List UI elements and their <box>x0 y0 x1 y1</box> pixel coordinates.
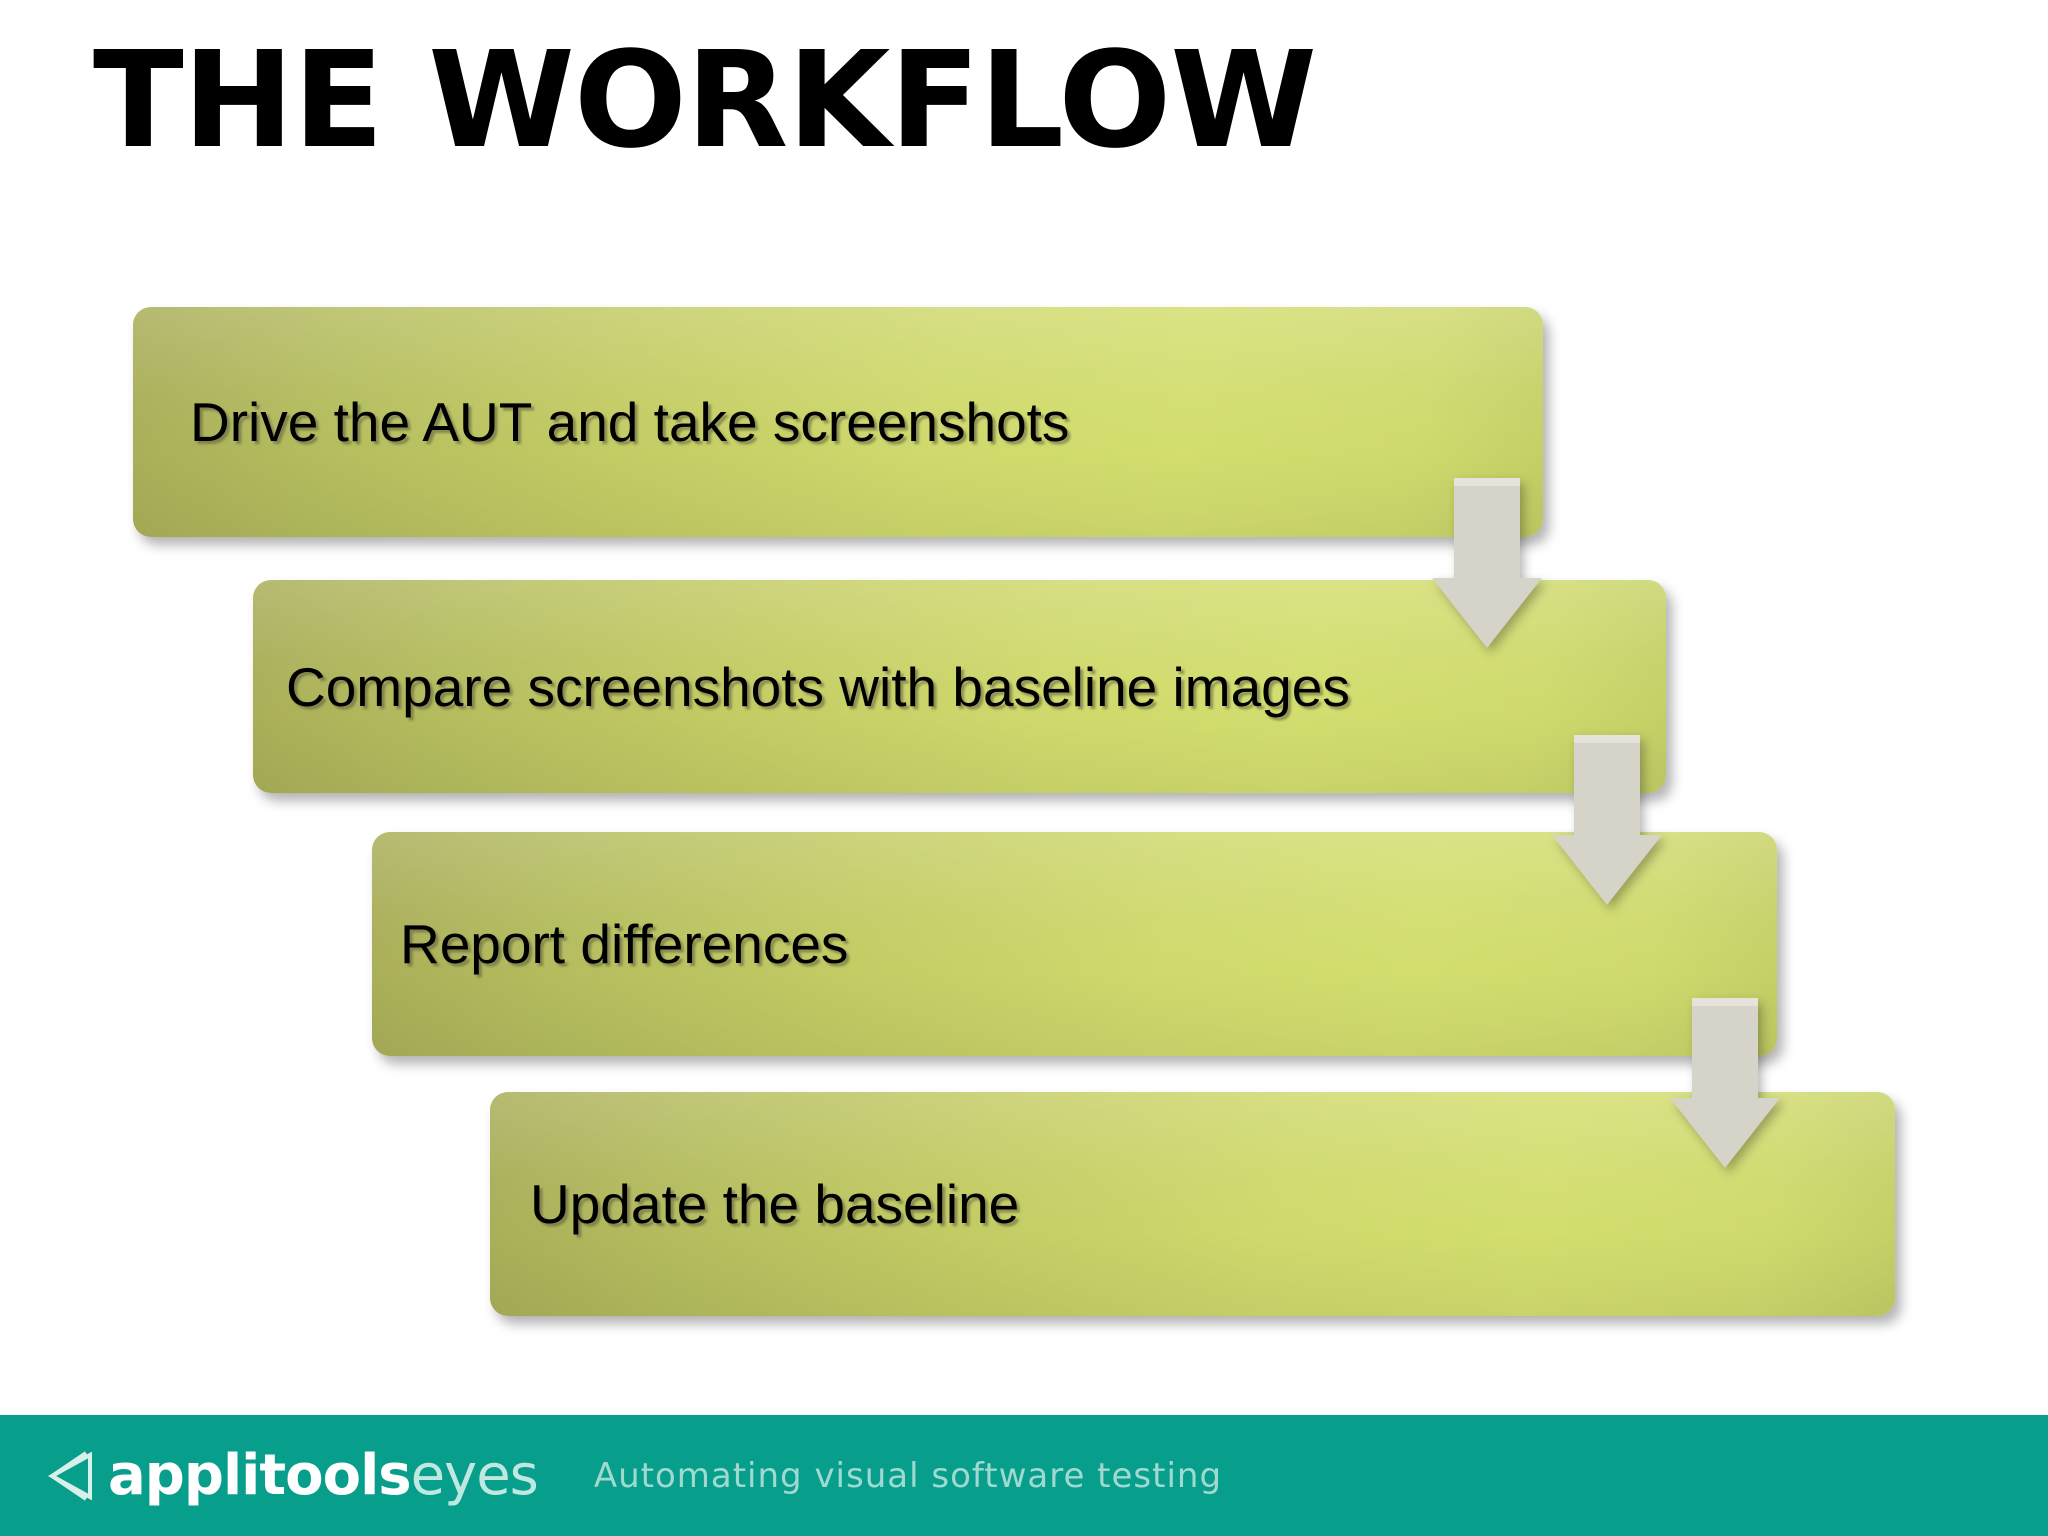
flow-step-box-3[interactable]: Report differences <box>372 832 1777 1056</box>
flow-step-box-4[interactable]: Update the baseline <box>490 1092 1895 1316</box>
brand-wordmark: applitoolseyes <box>108 1443 539 1508</box>
flow-step-box-2[interactable]: Compare screenshots with baseline images <box>253 580 1666 793</box>
flow-step-label-2: Compare screenshots with baseline images <box>286 655 1350 718</box>
brand-name-light: eyes <box>410 1443 539 1508</box>
applitools-mark-icon <box>46 1450 92 1501</box>
arrow-down-icon-2 <box>1552 735 1662 905</box>
footer-tagline: Automating visual software testing <box>593 1455 1223 1496</box>
flow-step-label-4: Update the baseline <box>530 1173 1020 1235</box>
flow-step-label-1: Drive the AUT and take screenshots <box>190 391 1070 453</box>
flow-step-label-3: Report differences <box>400 913 849 975</box>
flow-step-box-1[interactable]: Drive the AUT and take screenshots <box>133 307 1543 537</box>
footer-bar: applitoolseyes Automating visual softwar… <box>0 1415 2048 1536</box>
arrow-down-icon-3 <box>1670 998 1780 1168</box>
arrow-down-icon-1 <box>1432 478 1542 648</box>
brand-name-bold: applitools <box>108 1443 412 1508</box>
page-title: THE WORKFLOW <box>93 24 1317 178</box>
